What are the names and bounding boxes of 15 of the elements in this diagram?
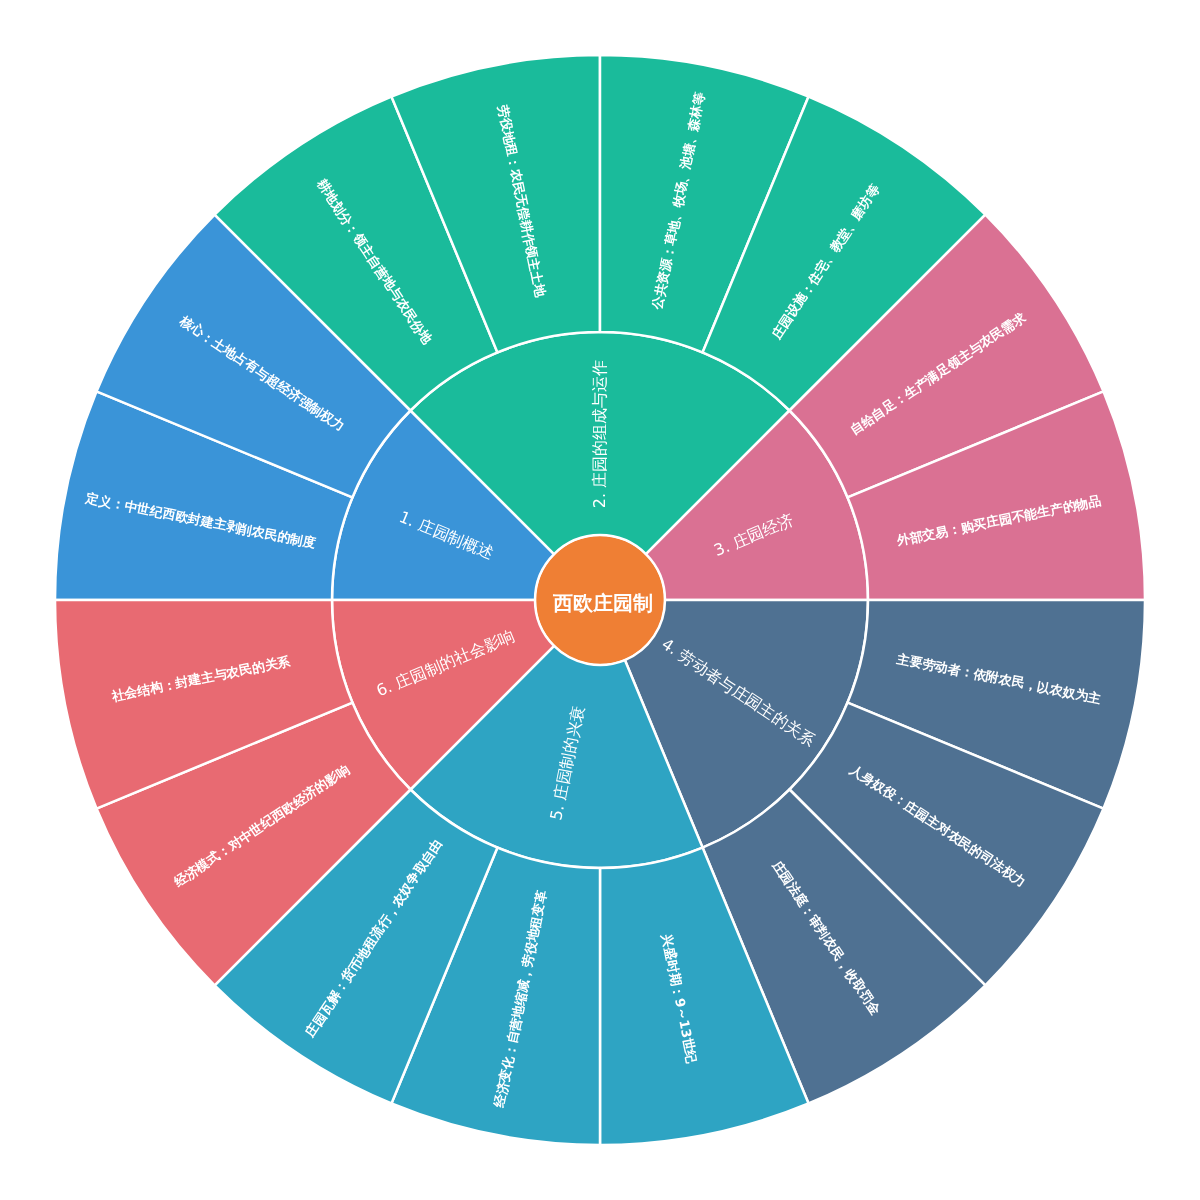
segment-label: 劳役地租：农民无偿耕作领主土地: [493, 103, 549, 299]
segment-label: 兴盛时期：9～13世纪: [658, 932, 701, 1065]
segment-label: 社会结构：封建主与农民的关系: [110, 652, 293, 706]
segment-label: 定义：中世纪西欧封建主剥削农民的制度: [84, 489, 318, 553]
segment-label: 2. 庄园的组成与运作: [589, 359, 610, 508]
segment-label: 主要劳动者：依附农民，以农奴为主: [894, 650, 1103, 709]
segment-label: 5. 庄园制的兴衰: [545, 704, 589, 823]
center-label: 西欧庄园制: [553, 589, 653, 617]
segment-label: 1. 庄园制概述: [395, 507, 497, 566]
segment-label: 6. 庄园制的社会影响: [373, 625, 519, 702]
segment-label: 3. 庄园经济: [710, 510, 797, 563]
segment-label: 经济变化：自营地缩减，劳役地租变革: [490, 888, 551, 1109]
segment-label: 外部交易：购买庄园不能生产的物品: [894, 491, 1103, 550]
segment-label: 公共资源：草地、牧场、池塘、森林等: [648, 91, 709, 312]
segment-label: 4. 劳动者与庄园主的关系: [657, 633, 820, 752]
